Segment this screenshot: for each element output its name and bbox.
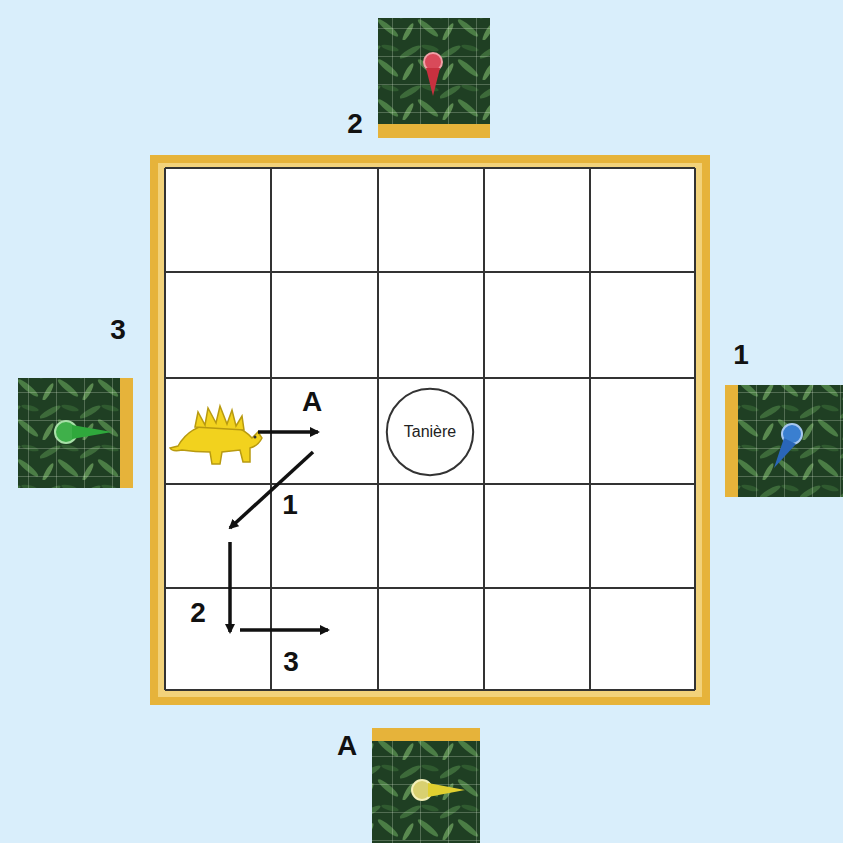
move-number: 3 <box>283 648 299 676</box>
board-inner-frame <box>158 163 702 697</box>
board-frame <box>150 155 710 705</box>
move-number: 2 <box>190 599 206 627</box>
jungle-tile <box>18 378 133 488</box>
den-circle: Tanière <box>385 387 475 477</box>
jungle-tile <box>378 18 490 138</box>
move-number: 1 <box>282 491 298 519</box>
jungle-tile <box>372 728 480 843</box>
tile-letter: A <box>337 732 357 760</box>
board-grid <box>165 168 695 690</box>
tile-number: 3 <box>110 316 126 344</box>
tile-number: 1 <box>733 341 749 369</box>
den-label: Tanière <box>404 423 456 441</box>
move-letter: A <box>302 388 322 416</box>
move-arrow <box>230 432 328 632</box>
stegosaurus-pawn <box>170 406 262 464</box>
tile-number: 2 <box>347 110 363 138</box>
board-grid-ground <box>165 168 695 690</box>
jungle-tile <box>725 385 843 497</box>
